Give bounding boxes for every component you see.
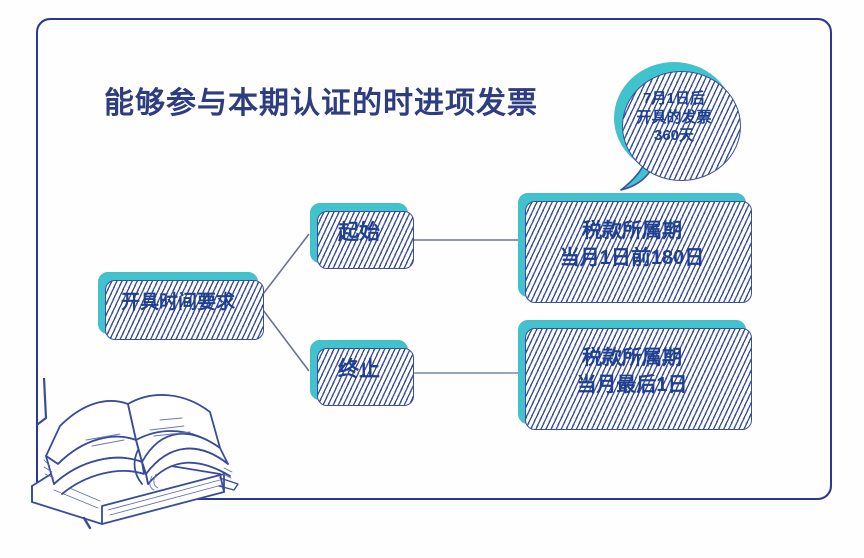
connector-source-to-start (259, 233, 310, 299)
node-period-start-line-2: 当月1日前180日 (559, 247, 705, 269)
callout-line-1: 7月1日后 (643, 89, 705, 107)
invoice-360-day-callout: 7月1日后 开具的发票 360天 (614, 62, 741, 181)
node-source-label: 开具时间要求 (120, 292, 235, 314)
callout-line-3: 360天 (653, 127, 695, 145)
node-period-end-line-2: 当月最后1日 (576, 374, 688, 396)
node-issue-time-requirement[interactable]: 开具时间要求 (98, 272, 264, 340)
node-period-start-line-1: 税款所属期 (582, 220, 682, 242)
open-book-illustration (31, 378, 239, 530)
node-start-label: 起始 (338, 220, 380, 244)
callout-line-2: 开具的发票 (636, 108, 712, 126)
node-period-end-line-1: 税款所属期 (582, 347, 682, 369)
node-tax-period-end[interactable]: 税款所属期 当月最后1日 (518, 320, 752, 430)
connector-source-to-end (259, 305, 310, 372)
node-end-label: 终止 (338, 357, 380, 381)
page-title: 能够参与本期认证的时进项发票 (104, 87, 538, 120)
node-tax-period-start[interactable]: 税款所属期 当月1日前180日 (518, 193, 752, 303)
node-start[interactable]: 起始 (310, 203, 414, 269)
node-end[interactable]: 终止 (310, 340, 414, 406)
